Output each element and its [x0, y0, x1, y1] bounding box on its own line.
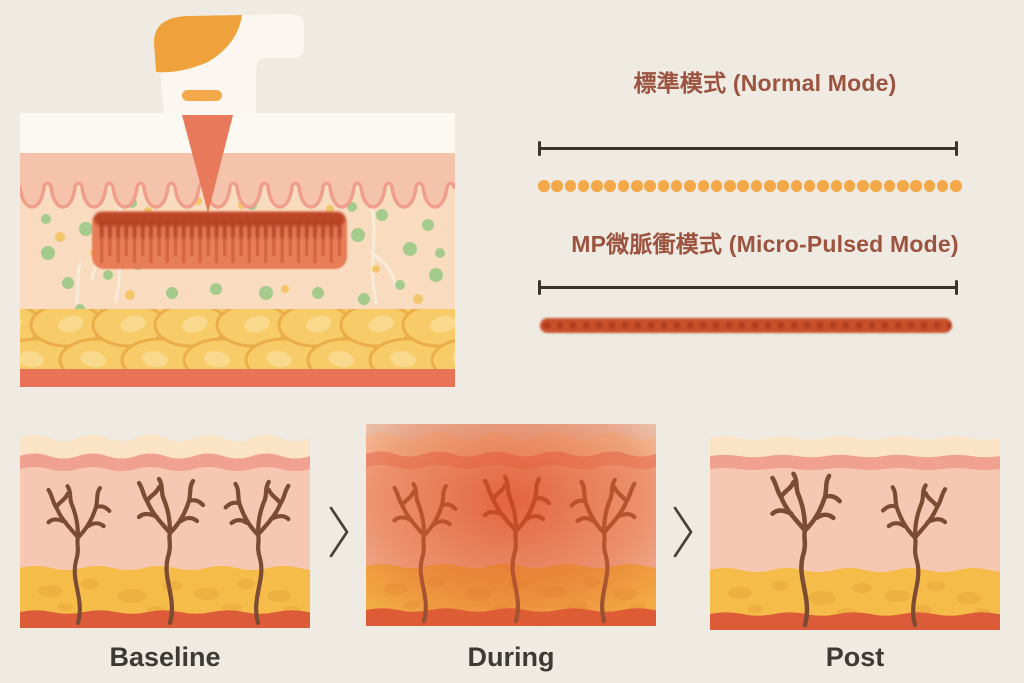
post-skin-illustration — [710, 436, 1000, 630]
fat-cells — [20, 309, 455, 369]
normal-mode-scale-line — [538, 141, 958, 156]
baseline-skin-illustration — [20, 434, 310, 628]
micro-pulsed-mode-pulse-bar — [540, 318, 952, 333]
normal-mode-pulse-dots — [538, 180, 962, 192]
stage-label-post: Post — [825, 642, 885, 672]
treated-zone — [92, 212, 347, 269]
skin-cross-section-treatment-illustration — [20, 113, 455, 387]
device-button — [182, 90, 222, 101]
stage-label-during: During — [467, 642, 555, 672]
laser-beam — [182, 115, 233, 213]
during-skin-illustration — [366, 424, 656, 626]
micro-pulsed-mode-title: MP微脈衝模式 (Micro-Pulsed Mode) — [571, 231, 959, 257]
laser-device-icon — [154, 14, 304, 118]
chevron-right-icon — [329, 506, 349, 558]
chevron-right-icon — [673, 506, 693, 558]
normal-mode-title: 標準模式 (Normal Mode) — [633, 70, 897, 96]
micro-pulsed-mode-scale-line — [538, 280, 958, 295]
stage-label-baseline: Baseline — [109, 642, 221, 672]
